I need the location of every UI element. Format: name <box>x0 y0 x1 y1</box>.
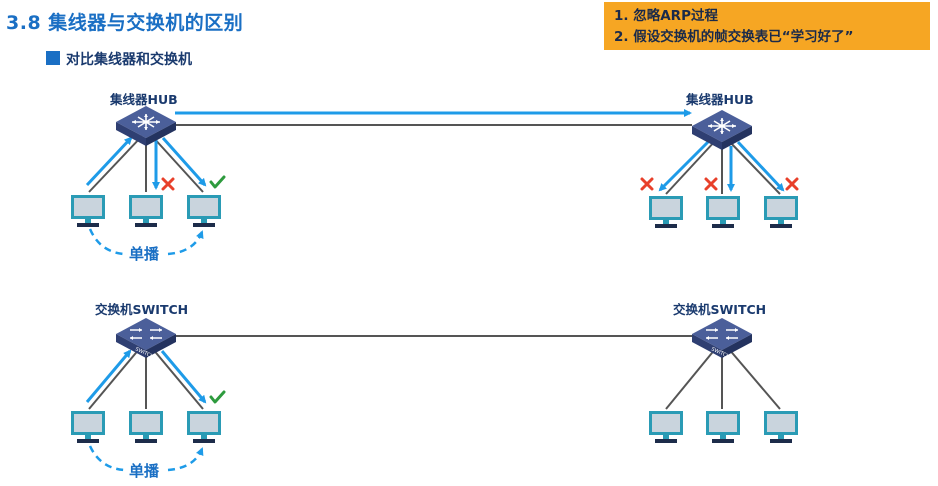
pc-monitor-icon <box>649 196 683 228</box>
switch-left-label: 交换机SWITCH <box>95 302 189 317</box>
cross-icon <box>704 177 718 191</box>
hub-icon <box>691 109 753 151</box>
check-icon <box>209 390 226 404</box>
page-title: 3.8 集线器与交换机的区别 <box>6 12 244 34</box>
switch-right-label: 交换机SWITCH <box>673 302 767 317</box>
cross-icon <box>785 177 799 191</box>
unicast-label-bottom: 单播 <box>129 462 160 480</box>
pc-monitor-icon <box>764 196 798 228</box>
hub-icon <box>115 105 177 147</box>
pc-monitor-icon <box>129 195 163 227</box>
pc-monitor-icon <box>71 195 105 227</box>
pc-monitor-icon <box>706 411 740 443</box>
note-line-1: 1. 忽略ARP过程 <box>614 8 718 24</box>
cross-icon <box>161 177 175 191</box>
check-icon <box>209 175 226 189</box>
section-subtitle: 对比集线器和交换机 <box>46 49 192 69</box>
subtitle-text: 对比集线器和交换机 <box>66 52 192 68</box>
cross-icon <box>640 177 654 191</box>
pc-monitor-icon <box>71 411 105 443</box>
note-line-2: 2. 假设交换机的帧交换表已“学习好了” <box>614 29 854 45</box>
bullet-square-icon <box>46 51 60 65</box>
pc-monitor-icon <box>764 411 798 443</box>
pc-monitor-icon <box>129 411 163 443</box>
pc-monitor-icon <box>187 411 221 443</box>
hub-right-label: 集线器HUB <box>686 92 754 107</box>
hub-left-label: 集线器HUB <box>110 92 178 107</box>
pc-monitor-icon <box>187 195 221 227</box>
pc-monitor-icon <box>706 196 740 228</box>
note-box: 1. 忽略ARP过程 2. 假设交换机的帧交换表已“学习好了” <box>604 2 930 50</box>
unicast-label-top: 单播 <box>129 245 160 263</box>
pc-monitor-icon <box>649 411 683 443</box>
